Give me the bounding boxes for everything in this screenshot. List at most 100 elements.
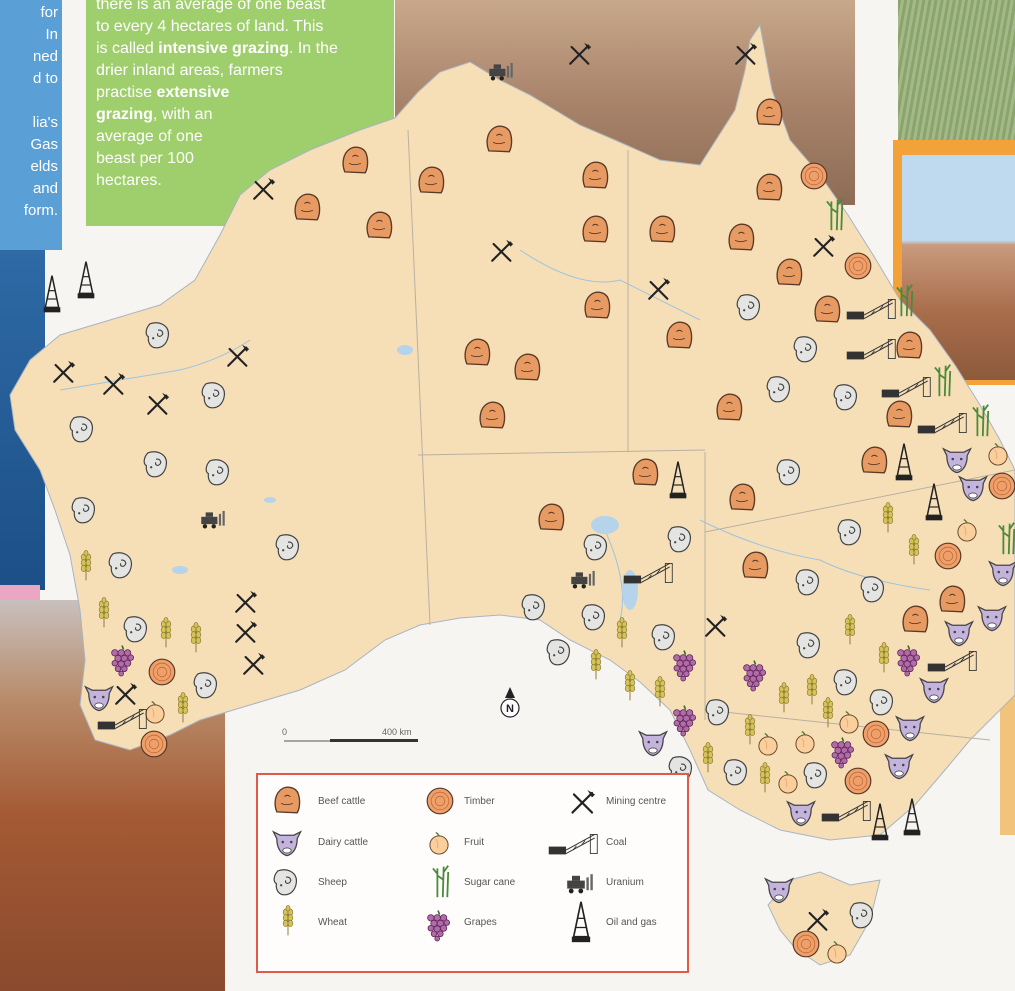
legend-mining-centre-icon: [571, 788, 597, 814]
left-text-line: form.: [23, 202, 58, 219]
timber-icon: [800, 162, 828, 190]
sheep-icon: [705, 699, 730, 726]
sheep-icon: [796, 632, 821, 659]
beef-cattle-icon: [902, 605, 929, 633]
legend-grapes-label: Grapes: [464, 917, 497, 928]
grazing-line-part: practise: [96, 84, 157, 101]
beef-cattle-icon: [896, 331, 923, 359]
beef-cattle-icon: [464, 338, 491, 366]
left-text-line: d to: [32, 70, 58, 87]
scale-zero: 0: [282, 727, 287, 737]
beef-cattle-icon: [418, 166, 445, 194]
left-text-line: and: [32, 180, 58, 197]
timber-icon: [140, 730, 168, 758]
wheat-icon: [590, 648, 602, 680]
oil-gas-icon: [76, 260, 96, 300]
sheep-icon: [143, 451, 168, 478]
oil-gas-icon: [42, 274, 62, 314]
legend-sheep-icon: [273, 869, 298, 896]
scale-distance: 400 km: [382, 727, 412, 737]
wheat-icon: [624, 669, 636, 701]
grazing-line-part: , with an: [152, 106, 213, 123]
extensive-grazing-term: grazing: [96, 106, 153, 123]
map-legend: [256, 773, 689, 973]
legend-beef-icon: [274, 786, 301, 814]
mining-centre-icon: [569, 41, 593, 65]
left-text-line: Gas: [30, 136, 58, 153]
beef-cattle-icon: [729, 483, 756, 511]
legend-fruit-icon: [429, 831, 449, 855]
sheep-icon: [521, 594, 546, 621]
sheep-icon: [869, 689, 894, 716]
sheep-icon: [793, 336, 818, 363]
beef-cattle-icon: [728, 223, 755, 251]
grazing-text: there is an average of one beast to ever…: [96, 0, 394, 192]
grazing-line: is called intensive grazing. In the: [96, 38, 394, 60]
timber-icon: [934, 542, 962, 570]
beef-cattle-icon: [582, 215, 609, 243]
grazing-line-part: . In the: [288, 40, 338, 57]
timber-icon: [988, 472, 1015, 500]
sheep-icon: [723, 759, 748, 786]
grazing-line-part: is called: [96, 40, 159, 57]
beef-cattle-icon: [584, 291, 611, 319]
beef-cattle-icon: [814, 295, 841, 323]
scale-bar: 0 400 km: [282, 727, 418, 742]
photo-crop: [898, 0, 1015, 140]
beef-cattle-icon: [716, 393, 743, 421]
state-borders: [407, 129, 1015, 741]
sheep-icon: [833, 669, 858, 696]
left-text-line: elds: [30, 158, 58, 175]
legend-dairy-label: Dairy cattle: [318, 837, 368, 848]
sheep-icon: [69, 416, 94, 443]
beef-cattle-icon: [514, 353, 541, 381]
legend-grapes-icon: [426, 909, 451, 943]
sheep-icon: [667, 526, 692, 553]
legend-coal-label: Coal: [606, 837, 627, 848]
sheep-icon: [123, 616, 148, 643]
grazing-line: practise extensive: [96, 82, 394, 104]
beef-cattle-icon: [632, 458, 659, 486]
beef-cattle-icon: [886, 400, 913, 428]
legend-sugar-cane-icon: [432, 864, 450, 899]
sheep-icon: [193, 672, 218, 699]
timber-icon: [862, 720, 890, 748]
left-text-column: for In ned d to lia's Gas elds and form.: [0, 0, 62, 250]
timber-icon: [844, 252, 872, 280]
legend-dairy-icon: [272, 831, 302, 857]
grazing-line: to every 4 hectares of land. This: [96, 18, 324, 35]
sheep-icon: [583, 534, 608, 561]
north-arrow: N: [500, 687, 520, 718]
sheep-icon: [71, 497, 96, 524]
grazing-line: grazing, with an: [96, 104, 394, 126]
sheep-icon: [795, 569, 820, 596]
sheep-icon: [651, 624, 676, 651]
legend-wheat-icon: [282, 904, 294, 936]
legend-timber-icon: [426, 787, 454, 815]
left-text-line: lia's: [32, 114, 58, 131]
grazing-line: average of one: [96, 128, 203, 145]
sheep-icon: [546, 639, 571, 666]
sheep-icon: [860, 576, 885, 603]
north-label: N: [506, 703, 514, 715]
beef-cattle-icon: [342, 146, 369, 174]
legend-mining-label: Mining centre: [606, 796, 666, 807]
beef-cattle-icon: [294, 193, 321, 221]
sheep-icon: [145, 322, 170, 349]
timber-icon: [148, 658, 176, 686]
sheep-icon: [581, 604, 606, 631]
timber-icon: [844, 767, 872, 795]
grazing-line: hectares.: [96, 172, 162, 189]
extensive-grazing-term: extensive: [156, 84, 230, 101]
legend-beef-label: Beef cattle: [318, 796, 366, 807]
legend-fruit-label: Fruit: [464, 837, 484, 848]
legend-wheat-label: Wheat: [318, 917, 347, 928]
sheep-icon: [837, 519, 862, 546]
sheep-icon: [803, 762, 828, 789]
sheep-icon: [108, 552, 133, 579]
sheep-icon: [833, 384, 858, 411]
beef-cattle-icon: [776, 258, 803, 286]
beef-cattle-icon: [861, 446, 888, 474]
timber-icon: [792, 930, 820, 958]
